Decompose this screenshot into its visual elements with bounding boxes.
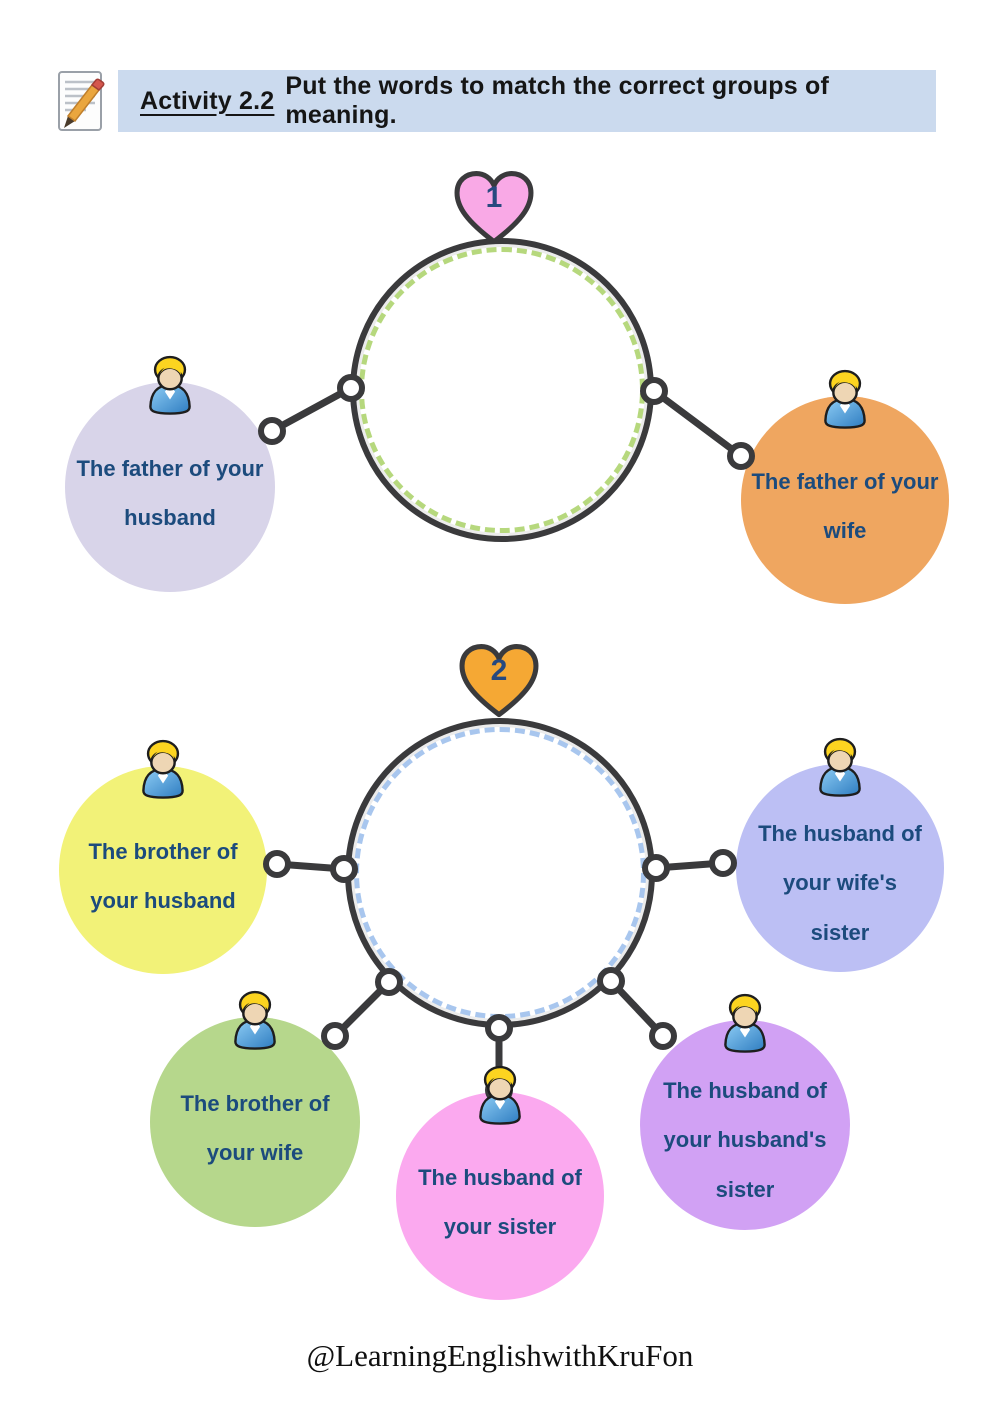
bubble-label: The husband of your husband's sister [663,1077,827,1202]
bubble-brother-of-husband: The brother of your husband [59,766,267,974]
bubble-brother-of-wife: The brother of your wife [150,1017,360,1227]
group-2-drop-circle[interactable] [345,718,655,1028]
activity-instruction: Put the words to match the correct group… [285,72,829,129]
credit-text: @LearningEnglishwithKruFon [306,1338,694,1373]
bubble-husband-of-sister: The husband of your sister [396,1092,604,1300]
group-2-heart-badge: 2 [457,641,541,721]
person-icon [227,990,283,1052]
activity-label: Activity 2.2 [140,86,275,115]
bubble-label: The brother of your husband [88,838,238,914]
bubble-label: The husband of your wife's sister [758,820,922,945]
bubble-label: The husband of your sister [418,1164,582,1240]
bubble-label: The father of your husband [76,455,264,531]
person-icon [135,739,191,801]
group-number: 2 [490,654,508,687]
group-1-drop-circle[interactable] [350,238,654,542]
group-1-heart-badge: 1 [452,168,536,248]
bubble-father-of-wife: The father of your wife [741,396,949,604]
bubble-father-of-husband: The father of your husband [65,382,275,592]
bubble-label: The father of your wife [751,468,939,544]
group-2-dashed-ring [354,727,646,1019]
person-icon [472,1065,528,1127]
person-icon [812,737,868,799]
bubble-label: The brother of your wife [180,1090,330,1166]
bubble-husband-of-wifes-sister: The husband of your wife's sister [736,764,944,972]
group-number: 1 [485,181,503,214]
note-pencil-icon [56,70,112,134]
person-icon [817,369,873,431]
bubble-husband-of-husbands-sister: The husband of your husband's sister [640,1020,850,1230]
activity-header: Activity 2.2 Put the words to match the … [118,70,936,132]
person-icon [142,355,198,417]
group-1-dashed-ring [359,247,645,533]
person-icon [717,993,773,1055]
